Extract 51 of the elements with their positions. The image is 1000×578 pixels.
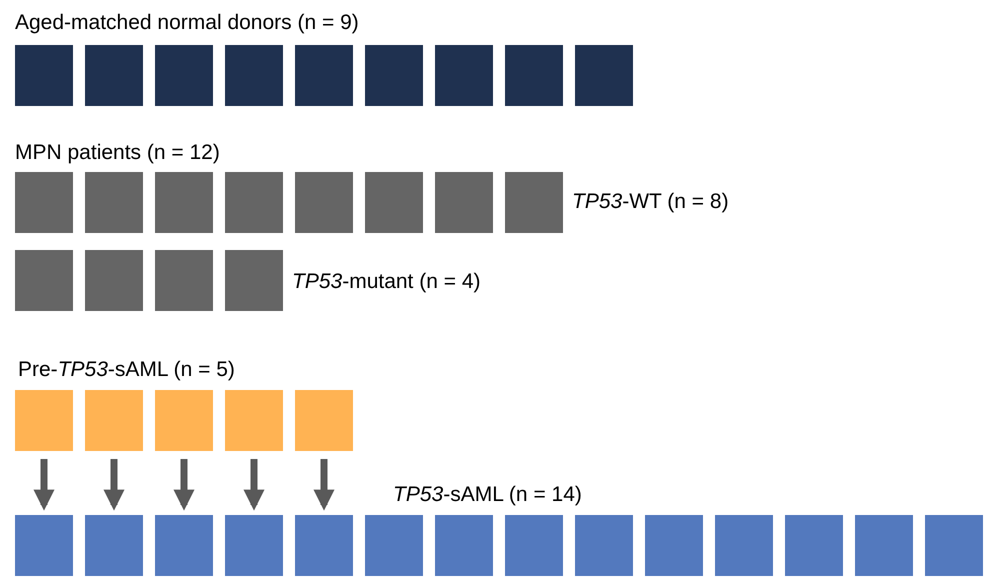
sample-square [155, 390, 213, 451]
sample-square [85, 45, 143, 106]
sample-square [225, 390, 283, 451]
sample-square [715, 515, 773, 576]
sample-square [575, 45, 633, 106]
sample-square [85, 515, 143, 576]
sample-square [85, 390, 143, 451]
group-label: Aged-matched normal donors (n = 9) [15, 11, 359, 35]
sample-square [225, 45, 283, 106]
sample-square [295, 390, 353, 451]
sample-square [435, 515, 493, 576]
sample-square [435, 172, 493, 233]
sample-square [505, 45, 563, 106]
sample-square [155, 250, 213, 311]
sample-square [435, 45, 493, 106]
sample-square [365, 172, 423, 233]
sample-square [155, 45, 213, 106]
sample-square [15, 515, 73, 576]
sample-square [505, 172, 563, 233]
sample-square [15, 45, 73, 106]
sample-square [225, 515, 283, 576]
arrow [314, 459, 334, 511]
arrow [104, 459, 124, 511]
sample-square [15, 390, 73, 451]
sample-square [15, 250, 73, 311]
sample-square [505, 515, 563, 576]
sample-square [85, 172, 143, 233]
sample-square [645, 515, 703, 576]
group-label: TP53-WT (n = 8) [572, 190, 729, 214]
sample-square [295, 515, 353, 576]
sample-square [85, 250, 143, 311]
sample-square [155, 172, 213, 233]
arrow [174, 459, 194, 511]
sample-square [365, 515, 423, 576]
arrow [34, 459, 54, 511]
sample-square [155, 515, 213, 576]
group-label: MPN patients (n = 12) [15, 141, 220, 165]
sample-square [295, 45, 353, 106]
sample-square [785, 515, 843, 576]
sample-square [225, 250, 283, 311]
group-label: TP53-sAML (n = 14) [393, 483, 582, 507]
sample-square [575, 515, 633, 576]
sample-square [225, 172, 283, 233]
arrow [244, 459, 264, 511]
sample-square [855, 515, 913, 576]
sample-square [15, 172, 73, 233]
sample-square [925, 515, 983, 576]
group-label: Pre-TP53-sAML (n = 5) [18, 358, 235, 382]
sample-square [295, 172, 353, 233]
sample-square [365, 45, 423, 106]
group-label: TP53-mutant (n = 4) [292, 270, 481, 294]
